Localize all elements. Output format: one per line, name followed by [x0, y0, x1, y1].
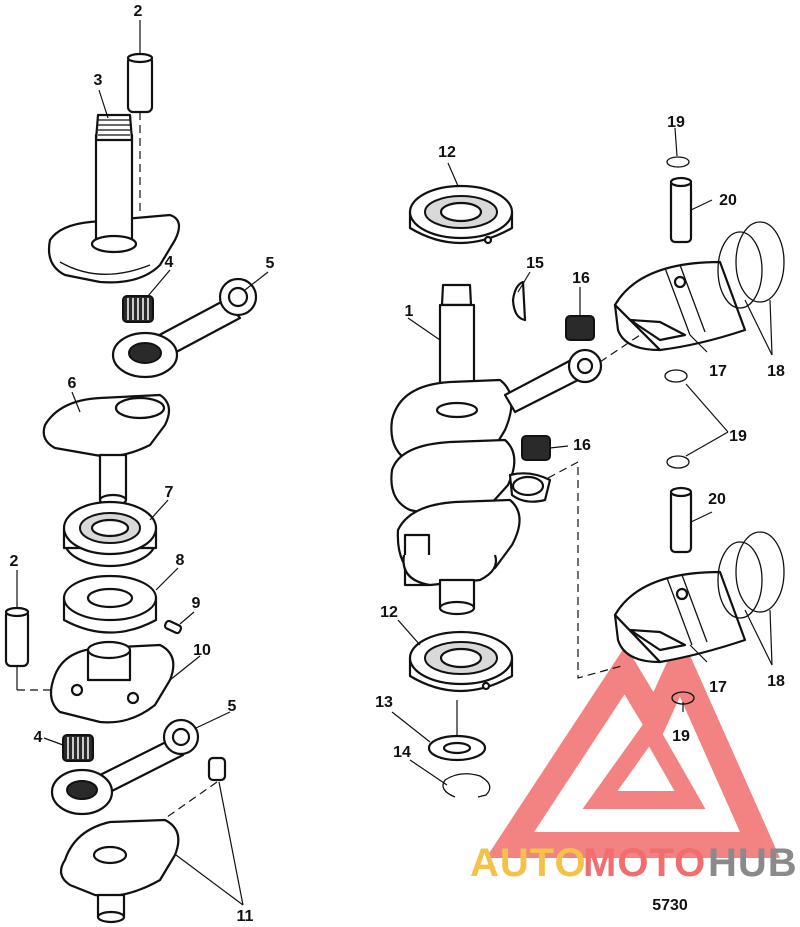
figure-number: 5730 [652, 897, 688, 914]
needle-bearing-lower [62, 734, 94, 762]
callout-1: 1 [405, 303, 414, 320]
callout-12: 12 [380, 604, 398, 621]
retaining-clip-mid-upper [664, 369, 688, 383]
callout-9: 9 [192, 595, 201, 612]
watermark-part-moto: MOTO [583, 841, 706, 885]
callout-13: 13 [375, 694, 393, 711]
callout-19: 19 [667, 114, 685, 131]
callout-16: 16 [572, 270, 590, 287]
connecting-rod-upper [111, 277, 258, 379]
callout-15: 15 [526, 255, 544, 272]
watermark-part-auto: AUTO [470, 841, 587, 885]
callout-4: 4 [34, 729, 43, 746]
right-leader-lines [391, 127, 773, 786]
watermark-part-hub: HUB [708, 841, 798, 885]
callout-8: 8 [176, 552, 185, 569]
callout-20: 20 [719, 192, 737, 209]
connecting-rod-right-lower [508, 472, 552, 503]
needle-bearing-upper [122, 295, 154, 323]
ball-bearing-center [62, 500, 158, 568]
bottom-crank-half [59, 756, 227, 924]
snap-ring [442, 773, 491, 798]
piston-rings-lower [717, 531, 785, 619]
wrist-pin-upper [669, 176, 693, 244]
callout-3: 3 [94, 72, 103, 89]
callout-16: 16 [573, 437, 591, 454]
callout-10: 10 [193, 642, 211, 659]
connecting-rod-lower [50, 718, 200, 816]
lower-main-bearing [408, 630, 514, 692]
needle-bearing-lower-right [521, 435, 551, 461]
callout-18: 18 [767, 363, 785, 380]
callout-19: 19 [729, 428, 747, 445]
retaining-clip-top [666, 156, 690, 168]
crankshaft-assembly [390, 283, 521, 616]
seal-carrier-ring [62, 574, 158, 634]
watermark-wordmark: AUTO MOTO HUB [470, 841, 798, 885]
callout-17: 17 [709, 363, 727, 380]
callout-labels: 1 2 2 3 4 4 5 5 6 7 8 9 10 11 12 12 13 1… [10, 3, 785, 925]
lower-crank-half [49, 640, 175, 724]
piston-rings-upper [717, 221, 785, 309]
callout-18: 18 [767, 673, 785, 690]
callout-19: 19 [672, 728, 690, 745]
callout-20: 20 [708, 491, 726, 508]
dowel-pin-top [126, 52, 154, 215]
callout-12: 12 [438, 144, 456, 161]
retaining-clip-mid-lower [666, 455, 690, 469]
callout-2: 2 [10, 553, 19, 570]
wrist-pin-lower [669, 486, 693, 554]
crank-counterweight [42, 393, 171, 507]
thrust-washer [427, 734, 487, 762]
callout-7: 7 [165, 484, 174, 501]
left-leader-lines [16, 20, 269, 906]
upper-crankshaft-half [47, 113, 181, 284]
callout-11: 11 [237, 908, 254, 925]
dowel-pin-lower [4, 606, 68, 691]
callout-5: 5 [228, 698, 237, 715]
connecting-rod-right-upper [503, 348, 603, 414]
needle-bearing-upper-right [565, 315, 595, 341]
callout-6: 6 [68, 375, 77, 392]
callout-4: 4 [165, 254, 174, 271]
top-main-bearing [408, 184, 514, 245]
callout-14: 14 [393, 744, 411, 761]
piston-lower [613, 570, 747, 664]
callout-2: 2 [134, 3, 143, 20]
woodruff-key [511, 280, 527, 322]
small-pin [163, 619, 183, 635]
callout-17: 17 [709, 679, 727, 696]
watermark-logo [485, 633, 781, 858]
piston-upper [613, 260, 747, 352]
callout-5: 5 [266, 255, 275, 272]
